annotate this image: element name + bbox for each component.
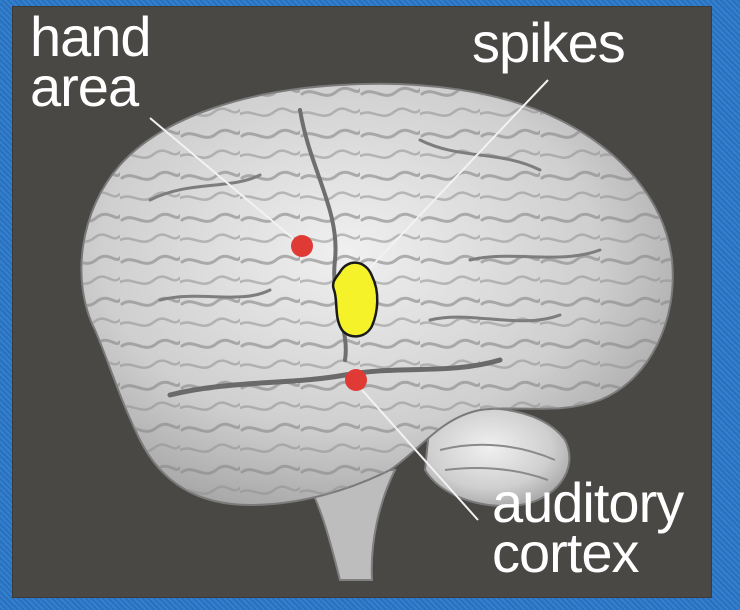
hand-area-label-line-2: area [30, 62, 151, 112]
spikes-label-text: spikes [472, 18, 625, 68]
spikes-label: spikes [472, 18, 625, 68]
auditory-cortex-label-line-2: cortex [492, 528, 683, 578]
auditory-cortex-label: auditory cortex [492, 478, 683, 578]
hand-area-label: hand area [30, 12, 151, 112]
hand-area-marker [291, 235, 313, 257]
spike-region [333, 263, 377, 337]
auditory-cortex-marker [345, 369, 367, 391]
